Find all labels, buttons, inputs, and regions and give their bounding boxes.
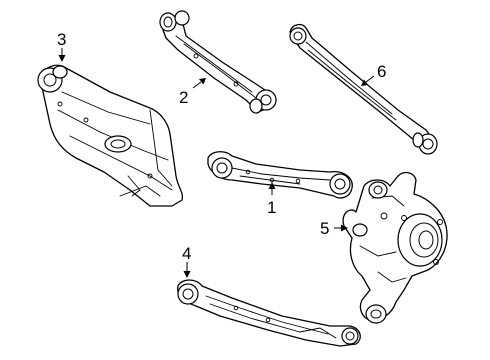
leader-5 [334,224,348,232]
part-1-lateral-arm [207,151,353,199]
leader-2 [192,78,206,89]
callout-6: 6 [377,62,386,81]
part-2-control-arm [159,10,277,114]
leader-1 [268,182,276,195]
callout-3: 3 [57,30,66,49]
part-6-link [289,23,438,155]
leader-3 [58,48,66,62]
leader-4 [183,262,191,278]
callout-4: 4 [182,244,191,263]
callout-1: 1 [267,198,276,217]
part-3-subframe [37,64,184,207]
callout-2: 2 [179,88,188,107]
callout-5: 5 [320,219,329,238]
leader-6 [361,75,375,86]
part-4-trailing-arm [177,279,361,347]
part-5-knuckle [342,171,448,324]
